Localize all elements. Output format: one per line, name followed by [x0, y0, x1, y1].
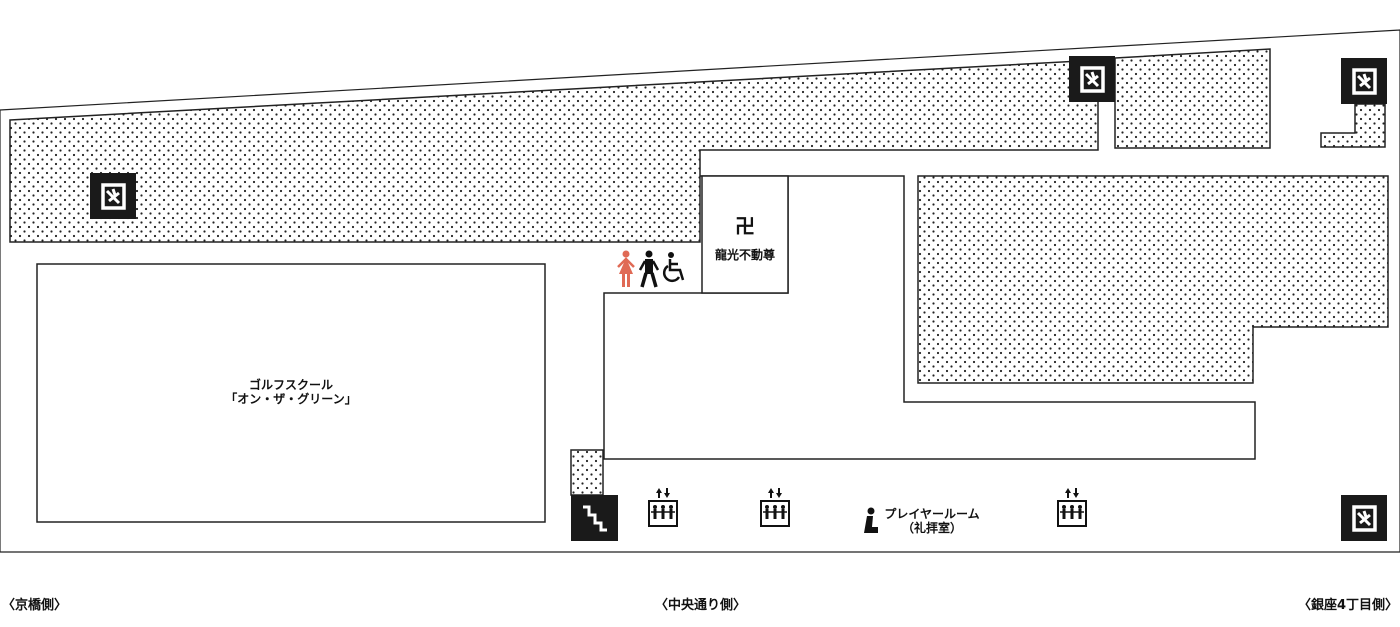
emergency-exit-icon — [1339, 56, 1389, 106]
prayer-room-name: プレイヤールーム — [884, 506, 979, 521]
direction-chuo-dori: 〈中央通り側〉 — [655, 598, 747, 613]
dotted-zone-top-middle — [1114, 48, 1271, 149]
stairs-icon — [571, 495, 618, 541]
prayer-room-subname: （礼拝室） — [902, 520, 962, 535]
golf-school-name: ゴルフスクール — [249, 377, 333, 392]
direction-ginza-4chome: 〈銀座4丁目側〉 — [1297, 598, 1398, 613]
shrine-name: 龍光不動尊 — [715, 247, 775, 262]
dotted-zone-right-block — [917, 175, 1389, 384]
golf-school-room — [36, 263, 546, 523]
direction-kyobashi: 〈京橋側〉 — [2, 598, 68, 613]
shrine-room — [701, 175, 789, 294]
wheelchair-icon — [662, 252, 685, 283]
golf-school-subname: 「オン・ザ・グリーン」 — [225, 391, 356, 406]
emergency-exit-icon — [88, 171, 138, 221]
woman-restroom-icon — [617, 250, 635, 287]
kneeling-prayer-icon — [864, 507, 878, 533]
man-restroom-icon — [638, 250, 660, 288]
emergency-exit-icon — [1339, 493, 1389, 543]
emergency-exit-icon — [1067, 54, 1117, 104]
shrine-symbol: 卍 — [735, 214, 755, 238]
dotted-zone-small-stair — [570, 449, 604, 496]
